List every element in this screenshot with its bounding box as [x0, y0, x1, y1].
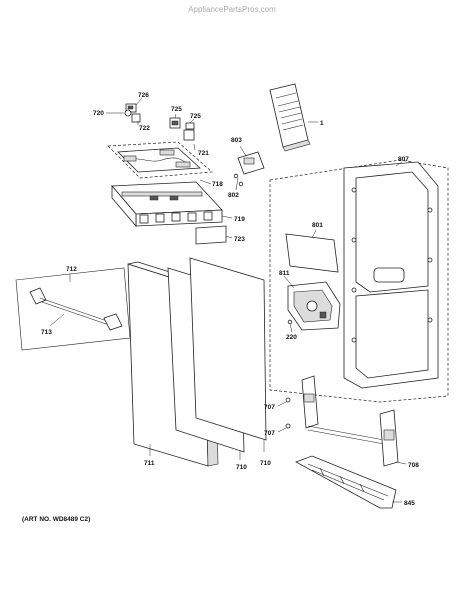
bottom-trim-vent [295, 455, 402, 509]
callout-721: 721 [198, 150, 209, 157]
callout-713: 713 [41, 329, 52, 336]
callout-722: 722 [139, 125, 150, 132]
screws-707 [277, 397, 291, 433]
callout-726: 726 [138, 92, 149, 99]
watermark-text: AppliancePartsPros.com [188, 5, 276, 14]
callout-707-a: 707 [264, 404, 275, 411]
callout-710-b: 710 [260, 460, 271, 467]
callout-803: 803 [231, 137, 242, 144]
control-knob-assembly [106, 97, 143, 125]
label-panel [285, 229, 339, 273]
callout-723: 723 [234, 236, 245, 243]
door-latch-bracket [233, 145, 265, 191]
callout-710-a: 710 [236, 464, 247, 471]
callout-845: 845 [404, 500, 415, 507]
hinge-bracket-assembly [301, 375, 407, 467]
control-console [111, 181, 233, 245]
inner-door-liner-group [269, 159, 449, 403]
callout-711: 711 [144, 460, 155, 467]
callout-725-b: 725 [190, 113, 201, 120]
door-insulation-panel [167, 257, 267, 460]
door-handle-group [15, 267, 131, 351]
callout-708: 708 [408, 462, 419, 469]
switch-buttons [169, 113, 196, 151]
callout-719: 719 [234, 216, 245, 223]
manual-booklet [269, 83, 318, 152]
callout-220: 220 [286, 334, 297, 341]
callout-807: 807 [398, 156, 409, 163]
callout-718: 718 [212, 181, 223, 188]
callout-707-b: 707 [264, 430, 275, 437]
callout-725-a: 725 [171, 106, 182, 113]
detergent-dispenser [283, 275, 341, 333]
art-number-label: (ART NO. WD8489 C2) [22, 516, 91, 523]
callout-1: 1 [320, 120, 324, 127]
callout-801: 801 [312, 222, 323, 229]
callout-802: 802 [228, 192, 239, 199]
callout-712: 712 [66, 266, 77, 273]
callout-720: 720 [93, 110, 104, 117]
control-board [107, 141, 213, 185]
callout-811: 811 [279, 270, 290, 277]
